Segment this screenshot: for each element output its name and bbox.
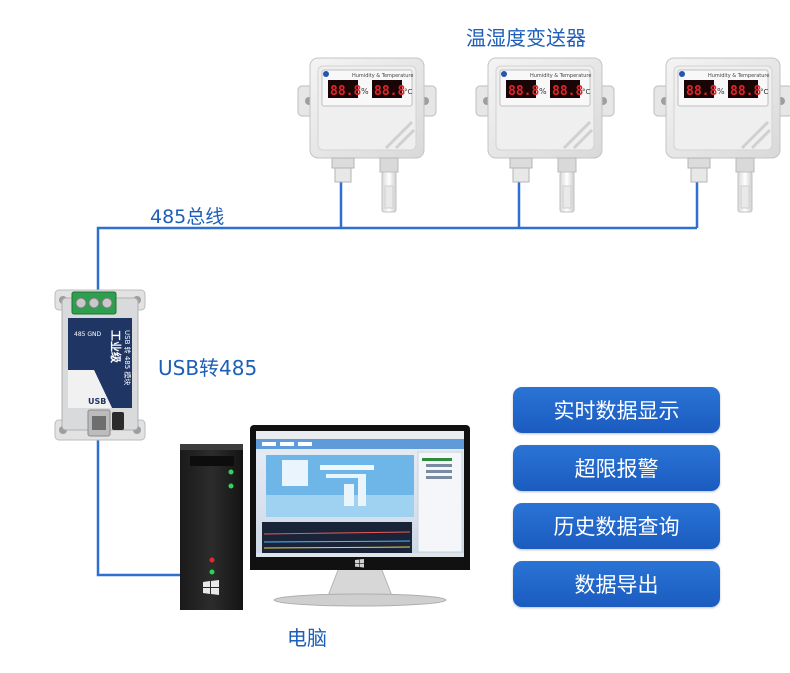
sensor-device-2: Humidity & Temperature 88.8 % 88.8 °C (474, 56, 616, 214)
windows-logo-icon (203, 580, 219, 595)
computer-label: 电脑 (287, 626, 327, 650)
rs485-bus-wire (96, 170, 699, 304)
converter-model: USB 转 485 模块 (123, 330, 132, 385)
sensor-caption: Humidity & Temperature (352, 73, 413, 79)
temperature-readout: 88.8 (374, 84, 405, 99)
humidity-unit: % (361, 87, 369, 96)
computer-tower (180, 444, 243, 610)
realtime-display-button[interactable]: 实时数据显示 (513, 387, 720, 433)
humidity-readout: 88.8 (330, 84, 361, 99)
usb-converter-label: USB转485 (158, 356, 258, 380)
data-export-button[interactable]: 数据导出 (513, 561, 720, 607)
history-query-button[interactable]: 历史数据查询 (513, 503, 720, 549)
temperature-unit: °C (582, 88, 591, 96)
humidity-unit: % (539, 87, 547, 96)
sensor-device-3: Humidity & Temperature 88.8 % 88.8 °C (652, 56, 790, 214)
sensor-caption: Humidity & Temperature (708, 73, 769, 79)
humidity-readout: 88.8 (508, 84, 539, 99)
usb-485-converter: 485 GND 工业级 USB 转 485 模块 USB (54, 289, 146, 441)
windows-logo-icon (355, 559, 364, 568)
over-limit-alarm-button[interactable]: 超限报警 (513, 445, 720, 491)
converter-brand: 工业级 (109, 330, 123, 364)
bus-label: 485总线 (150, 206, 225, 228)
temperature-readout: 88.8 (730, 84, 761, 99)
temperature-unit: °C (404, 88, 413, 96)
humidity-unit: % (717, 87, 725, 96)
monitor (250, 425, 470, 607)
temperature-unit: °C (760, 88, 769, 96)
converter-terminals-label: 485 GND (74, 331, 101, 338)
converter-port-label: USB (88, 397, 106, 406)
usb-cable-wire (96, 438, 186, 577)
temperature-readout: 88.8 (552, 84, 583, 99)
sensor-caption: Humidity & Temperature (530, 73, 591, 79)
humidity-readout: 88.8 (686, 84, 717, 99)
monitoring-software-screen (256, 431, 464, 557)
sensor-device-1: Humidity & Temperature 88.8 % 88.8 °C (296, 56, 438, 214)
sensor-group-title: 温湿度变送器 (466, 26, 586, 50)
